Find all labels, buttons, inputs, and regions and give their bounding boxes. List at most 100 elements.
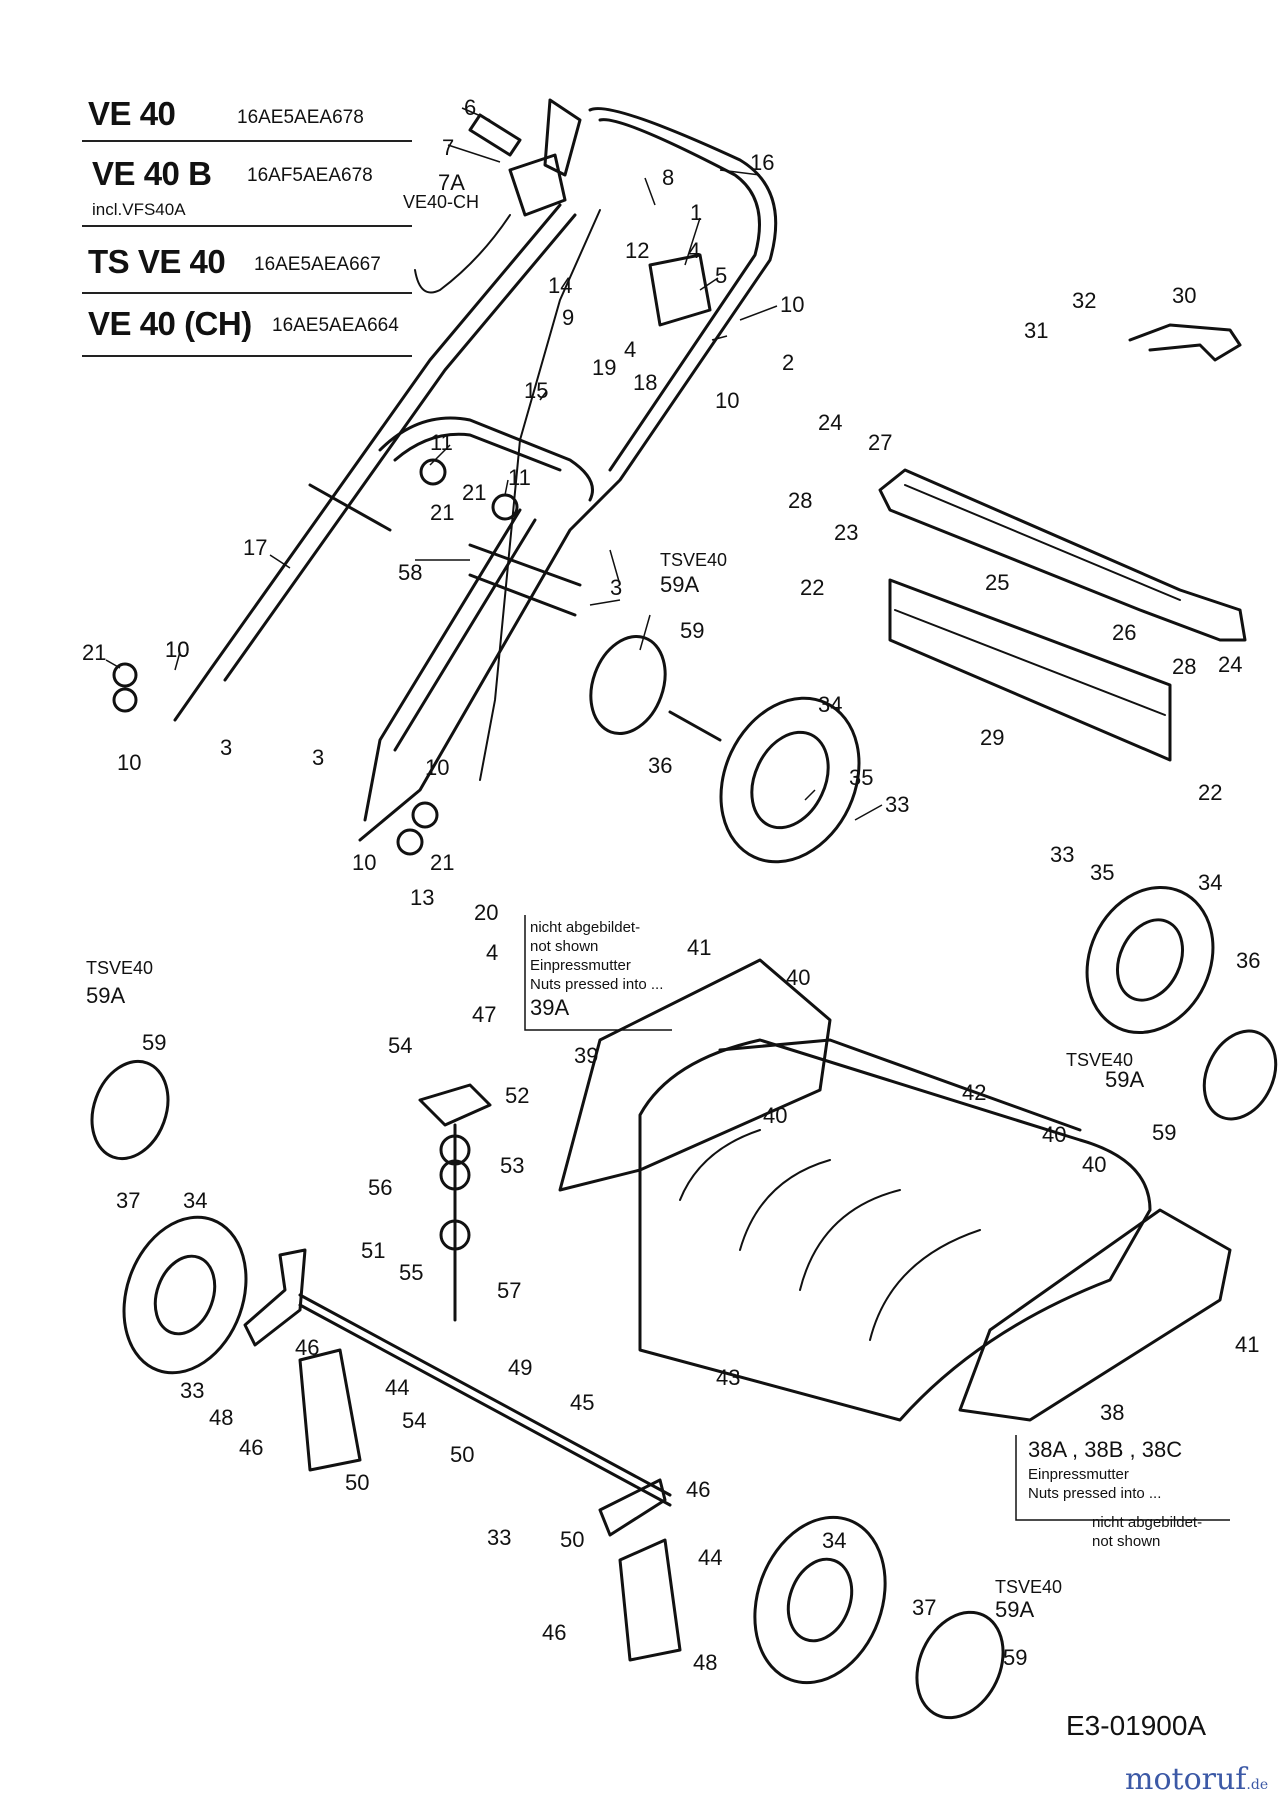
handle-crossbar-inner <box>393 432 562 472</box>
part-label-59: 59 <box>142 1030 166 1055</box>
part-label-34: 34 <box>822 1528 846 1553</box>
left-wheel-inner <box>153 1254 217 1336</box>
side-panel-left <box>558 958 832 1192</box>
knob-21a <box>419 458 447 486</box>
part-label-50: 50 <box>450 1442 474 1467</box>
note-line: nicht abgebildet- <box>530 919 641 936</box>
axle-bar-inner <box>298 1303 672 1507</box>
grass-bag-handle <box>1128 323 1242 362</box>
part-label-26: 26 <box>1112 620 1136 645</box>
part-label-34: 34 <box>183 1188 207 1213</box>
part-label-58: 58 <box>398 560 422 585</box>
knob-21f <box>396 828 424 856</box>
model-name: TS VE 40 <box>88 243 226 280</box>
part-label-37: 37 <box>116 1188 140 1213</box>
part-label-14: 14 <box>548 273 572 298</box>
rear-wheel-upper <box>719 696 861 864</box>
part-label-25: 25 <box>985 570 1009 595</box>
hubcap-left <box>90 1059 170 1161</box>
note-line: Einpressmutter <box>1028 1466 1129 1483</box>
rake-cover-rib <box>894 609 1166 716</box>
callout-tsve40-right: TSVE40 <box>1066 1050 1134 1070</box>
part-label-32: 32 <box>1072 288 1096 313</box>
part-label-10: 10 <box>715 388 739 413</box>
washer-53b <box>439 1159 471 1191</box>
part-label-46: 46 <box>542 1620 566 1645</box>
bracket-44-right <box>618 1538 682 1662</box>
callout-tsve40-upper: TSVE40 <box>660 550 728 570</box>
part-label-35: 35 <box>1090 860 1114 885</box>
knob-21d <box>112 687 138 713</box>
hubcap-right <box>1202 1029 1278 1121</box>
part-label-35: 35 <box>849 765 873 790</box>
knob-21c <box>112 662 138 688</box>
part-label-16: 16 <box>750 150 774 175</box>
part-label-29: 29 <box>980 725 1004 750</box>
front-wheel-lower-inner <box>786 1557 854 1643</box>
bolt-58b <box>468 543 582 587</box>
part-label-15: 15 <box>524 378 548 403</box>
washer-56 <box>439 1219 471 1251</box>
part-label-10: 10 <box>352 850 376 875</box>
bolt-58a <box>308 483 392 532</box>
switch-handle <box>543 98 582 177</box>
part-label-59A: 59A <box>1105 1067 1144 1092</box>
note-line: not shown <box>1092 1533 1161 1550</box>
part-label-33: 33 <box>885 792 909 817</box>
switch-cable <box>414 214 511 294</box>
part-label-17: 17 <box>243 535 267 560</box>
part-label-1: 1 <box>690 200 702 225</box>
bolt-58c <box>468 573 577 617</box>
model-name: VE 40 <box>88 95 176 132</box>
part-label-59: 59 <box>1152 1120 1176 1145</box>
model-name: VE 40 (CH) <box>88 305 252 342</box>
handle-crossbar <box>378 416 594 502</box>
bracket-44-left <box>298 1348 362 1472</box>
part-label-31: 31 <box>1024 318 1048 343</box>
lever-right <box>598 1478 667 1537</box>
model-row-3: VE 40 (CH) 16AE5AEA664 <box>82 300 412 357</box>
note-line: not shown <box>530 938 599 955</box>
part-label-43: 43 <box>716 1365 740 1390</box>
part-label-23: 23 <box>834 520 858 545</box>
front-wheel-lower <box>753 1515 887 1685</box>
part-label-10: 10 <box>780 292 804 317</box>
note-line: Nuts pressed into ... <box>1028 1485 1162 1502</box>
part-label-45: 45 <box>570 1390 594 1415</box>
part-label-33: 33 <box>180 1378 204 1403</box>
part-label-34: 34 <box>818 692 842 717</box>
part-label-40: 40 <box>786 965 810 990</box>
part-label-3: 3 <box>312 745 324 770</box>
part-label-37: 37 <box>912 1595 936 1620</box>
part-label-4: 4 <box>688 238 700 263</box>
brand-name: motoruf <box>1125 1762 1247 1797</box>
part-label-59: 59 <box>1003 1645 1027 1670</box>
note-39a: nicht abgebildet- not shown Einpressmutt… <box>530 918 663 1020</box>
lever-51 <box>243 1248 307 1347</box>
part-label-22: 22 <box>800 575 824 600</box>
note-line: 39A <box>530 995 570 1020</box>
part-label-21: 21 <box>430 500 454 525</box>
part-label-9: 9 <box>562 305 574 330</box>
part-label-42: 42 <box>962 1080 986 1105</box>
note-38: 38A , 38B , 38C Einpressmutter Nuts pres… <box>1028 1439 1202 1551</box>
part-label-55: 55 <box>399 1260 423 1285</box>
part-label-10: 10 <box>165 637 189 662</box>
chassis-deck <box>718 1038 1082 1132</box>
part-label-48: 48 <box>693 1650 717 1675</box>
part-label-30: 30 <box>1172 283 1196 308</box>
part-label-39: 39 <box>574 1043 598 1068</box>
left-wheel <box>122 1215 248 1375</box>
part-label-36: 36 <box>1236 948 1260 973</box>
part-label-8: 8 <box>662 165 674 190</box>
part-label-34: 34 <box>1198 870 1222 895</box>
brand-suffix: .de <box>1246 1777 1269 1793</box>
part-label-53: 53 <box>500 1153 524 1178</box>
part-label-6: 6 <box>464 95 476 120</box>
model-note: incl.VFS40A <box>92 200 186 219</box>
control-cable <box>479 209 601 781</box>
callout-tsve40-lower: TSVE40 <box>995 1577 1063 1597</box>
part-label-33: 33 <box>1050 842 1074 867</box>
part-label-3: 3 <box>220 735 232 760</box>
part-label-21: 21 <box>82 640 106 665</box>
